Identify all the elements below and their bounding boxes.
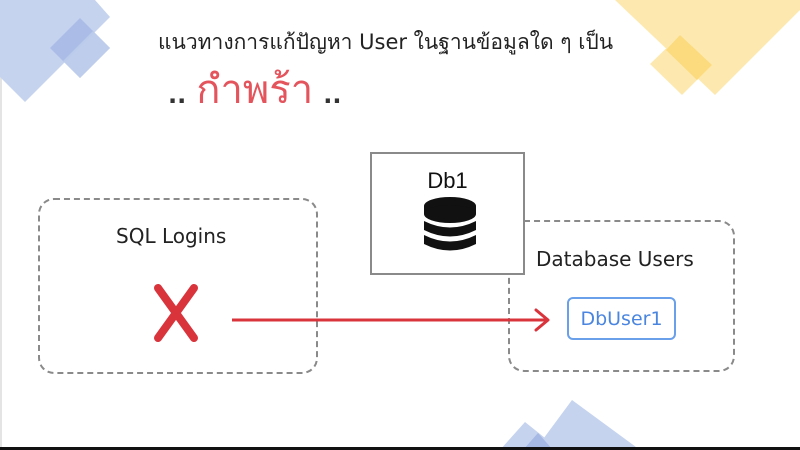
database-users-label: Database Users xyxy=(536,247,694,271)
database-label: Db1 xyxy=(427,168,468,193)
database-box: Db1 xyxy=(370,152,525,275)
db-user-badge[interactable]: DbUser1 xyxy=(567,297,676,340)
sql-logins-container xyxy=(38,198,318,374)
database-icon xyxy=(424,197,476,251)
blue-triangle-large xyxy=(535,400,640,450)
bottom-border xyxy=(0,447,800,450)
heading-line: แนวทางการแก้ปัญหา User ในฐานข้อมูลใด ๆ เ… xyxy=(158,30,614,54)
arrow-right-icon xyxy=(232,308,550,332)
yellow-diamond-overlap xyxy=(666,35,712,80)
blue-triangle-overlap xyxy=(523,433,553,450)
sql-logins-label: SQL Logins xyxy=(116,224,227,248)
ellipsis-left: .. xyxy=(168,81,187,109)
ellipsis-right: .. xyxy=(323,81,342,109)
database-users-container xyxy=(508,220,735,372)
yellow-diamond-small xyxy=(650,35,712,95)
orphan-emphasis: กำพร้า xyxy=(196,67,314,113)
blue-diamond-small-outer xyxy=(63,31,110,78)
x-mark-icon xyxy=(154,284,198,342)
heading-emphasis-line: .. กำพร้า.. xyxy=(168,62,341,123)
yellow-diamond-large xyxy=(615,0,800,95)
left-border xyxy=(0,0,2,450)
